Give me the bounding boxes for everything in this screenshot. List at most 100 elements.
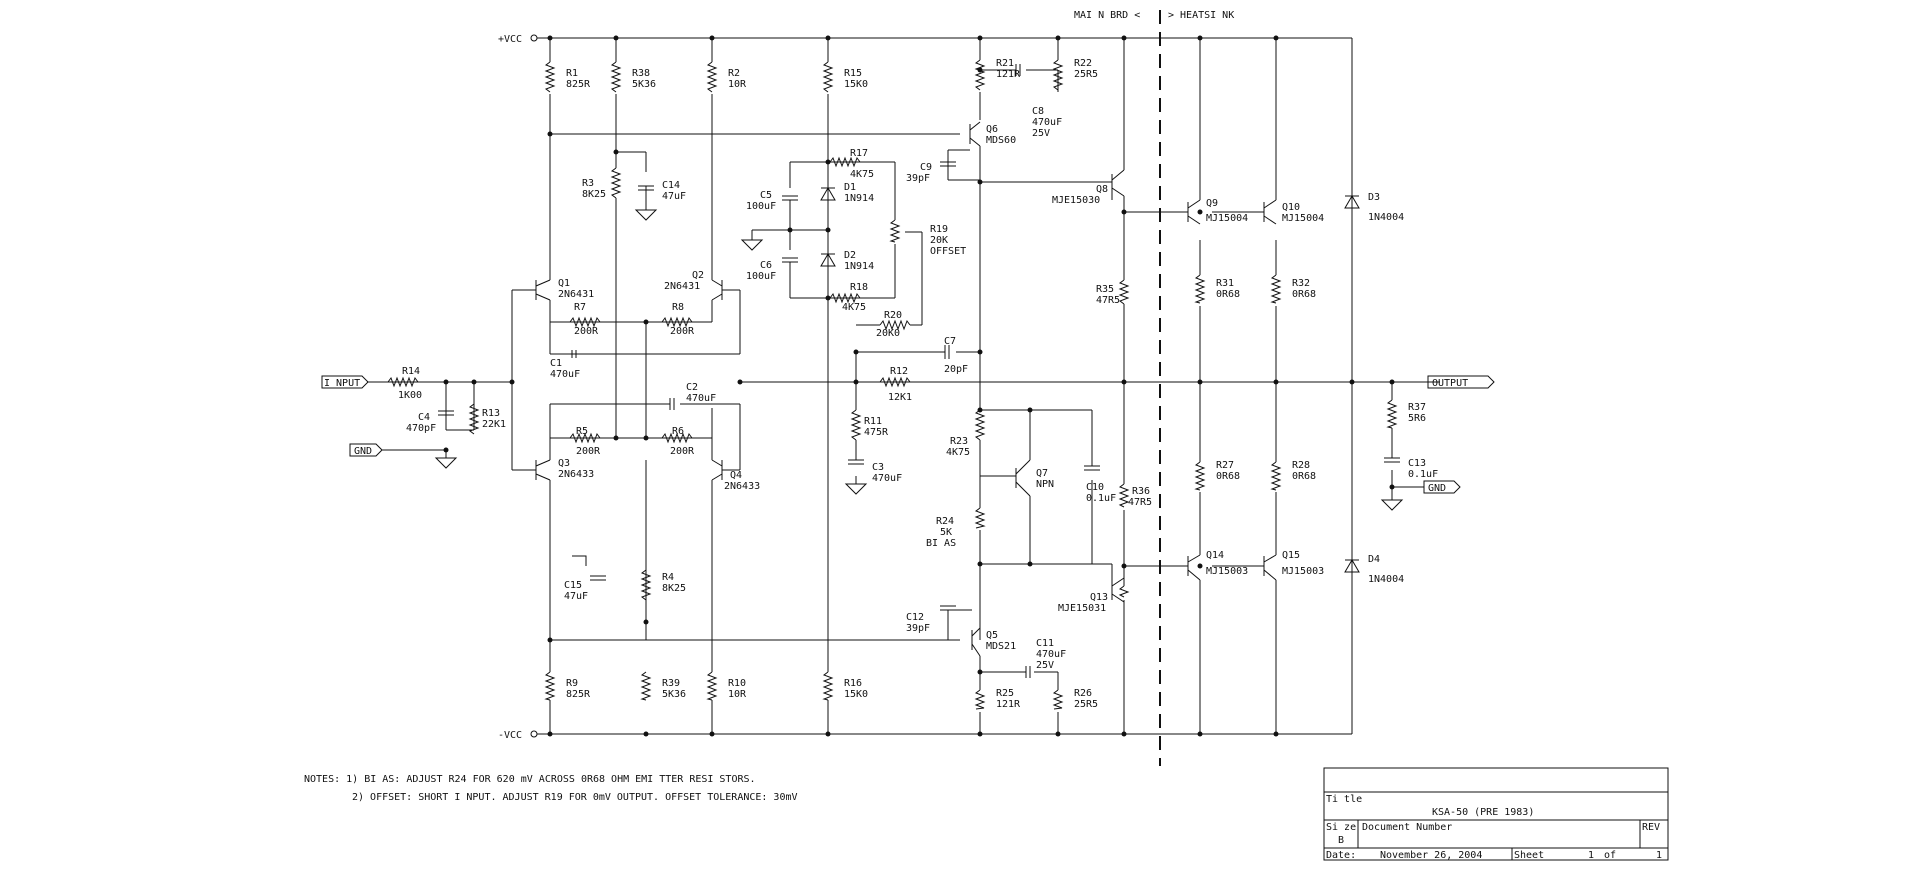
d2-value: 1N914: [844, 261, 874, 272]
title-value: KSA-50 (PRE 1983): [1432, 807, 1534, 818]
r38-value: 5K36: [632, 79, 656, 90]
r24-ref: R24: [936, 516, 954, 527]
c12-value: 39pF: [906, 623, 930, 634]
r1-value: 825R: [566, 79, 591, 90]
r28-ref: R28: [1292, 460, 1310, 471]
r21-ref: R21: [996, 58, 1014, 69]
r25-value: 121R: [996, 699, 1021, 710]
r13-value: 22K1: [482, 419, 506, 430]
c4-ref: C4: [418, 412, 430, 423]
q14-value: MJ15003: [1206, 566, 1248, 577]
r4-ref: R4: [662, 572, 674, 583]
document-number-label: Document Number: [1362, 822, 1452, 833]
r11-value: 475R: [864, 427, 889, 438]
r32-value: 0R68: [1292, 289, 1316, 300]
r3-ref: R3: [582, 178, 594, 189]
main-board-label: MAI N BRD <: [1074, 10, 1140, 21]
heatsink-label: > HEATSI NK: [1168, 10, 1234, 21]
d3-value: 1N4004: [1368, 212, 1404, 223]
c14-value: 47uF: [662, 191, 686, 202]
r17-value: 4K75: [850, 169, 874, 180]
c10-value: 0.1uF: [1086, 493, 1116, 504]
q9-ref: Q9: [1206, 198, 1218, 209]
r15-ref: R15: [844, 68, 862, 79]
q10-ref: Q10: [1282, 202, 1300, 213]
c11-value: 470uF: [1036, 649, 1066, 660]
title-label: Ti tle: [1326, 794, 1362, 805]
ground-symbols: [434, 209, 1404, 566]
q14-ref: Q14: [1206, 550, 1224, 561]
r12-value: 12K1: [888, 392, 912, 403]
r22-ref: R22: [1074, 58, 1092, 69]
q13-value: MJE15031: [1058, 603, 1106, 614]
c2-ref: C2: [686, 382, 698, 393]
q10-value: MJ15004: [1282, 213, 1324, 224]
r10-value: 10R: [728, 689, 747, 700]
q4-ref: Q4: [730, 470, 742, 481]
r19-value: 20K: [930, 235, 948, 246]
date-value: November 26, 2004: [1380, 850, 1482, 861]
q8-value: MJE15030: [1052, 195, 1100, 206]
r37-ref: R37: [1408, 402, 1426, 413]
r18-value: 4K75: [842, 302, 866, 313]
q7-value: NPN: [1036, 479, 1054, 490]
gnd-out-label: GND: [1428, 483, 1446, 494]
gnd-in-label: GND: [354, 446, 372, 457]
q2-ref: Q2: [692, 270, 704, 281]
c1-value: 470uF: [550, 369, 580, 380]
vcc-pos-label: +VCC: [498, 34, 522, 45]
c4-value: 470pF: [406, 423, 436, 434]
gnd-out-port: GND: [1423, 480, 1461, 494]
r35-ref: R35: [1096, 284, 1114, 295]
c11-ref: C11: [1036, 638, 1054, 649]
note-bias: NOTES: 1) BI AS: ADJUST R24 FOR 620 mV A…: [304, 774, 756, 785]
d3-ref: D3: [1368, 192, 1380, 203]
size-label: Si ze: [1326, 822, 1356, 833]
c3-ref: C3: [872, 462, 884, 473]
sheet-number: 1: [1588, 850, 1594, 861]
c8-ref: C8: [1032, 106, 1044, 117]
r19-ref: R19: [930, 224, 948, 235]
r2-value: 10R: [728, 79, 747, 90]
c15-value: 47uF: [564, 591, 588, 602]
r31-ref: R31: [1216, 278, 1234, 289]
vcc-neg-terminal: [530, 730, 538, 738]
c3-value: 470uF: [872, 473, 902, 484]
resistor-symbols: [387, 59, 1398, 710]
c12-ref: C12: [906, 612, 924, 623]
r7-value: 200R: [574, 326, 599, 337]
q2-value: 2N6431: [664, 281, 700, 292]
r10-ref: R10: [728, 678, 746, 689]
r16-value: 15K0: [844, 689, 868, 700]
r36-ref: R36: [1132, 486, 1150, 497]
q1-ref: Q1: [558, 278, 570, 289]
c8-voltage: 25V: [1032, 128, 1050, 139]
d2-ref: D2: [844, 250, 856, 261]
c11-voltage: 25V: [1036, 660, 1054, 671]
r31-value: 0R68: [1216, 289, 1240, 300]
q6-value: MDS60: [986, 135, 1016, 146]
r25-ref: R25: [996, 688, 1014, 699]
c2-value: 470uF: [686, 393, 716, 404]
r14-ref: R14: [402, 366, 420, 377]
d1-ref: D1: [844, 182, 856, 193]
r9-ref: R9: [566, 678, 578, 689]
r20-ref: R20: [884, 310, 902, 321]
capacitor-symbols: [438, 64, 1400, 678]
r32-ref: R32: [1292, 278, 1310, 289]
c7-value: 20pF: [944, 364, 968, 375]
r8-value: 200R: [670, 326, 695, 337]
r39-ref: R39: [662, 678, 680, 689]
q15-ref: Q15: [1282, 550, 1300, 561]
q6-ref: Q6: [986, 124, 998, 135]
c10-ref: C10: [1086, 482, 1104, 493]
c8-value: 470uF: [1032, 117, 1062, 128]
c6-value: 100uF: [746, 271, 776, 282]
diode-symbols: [820, 187, 1360, 573]
d1-value: 1N914: [844, 193, 874, 204]
q13-ref: Q13: [1090, 592, 1108, 603]
r22-value: 25R5: [1074, 69, 1098, 80]
junction-dots: [443, 35, 1395, 737]
input-port-label: I NPUT: [324, 378, 360, 389]
c6-ref: C6: [760, 260, 772, 271]
